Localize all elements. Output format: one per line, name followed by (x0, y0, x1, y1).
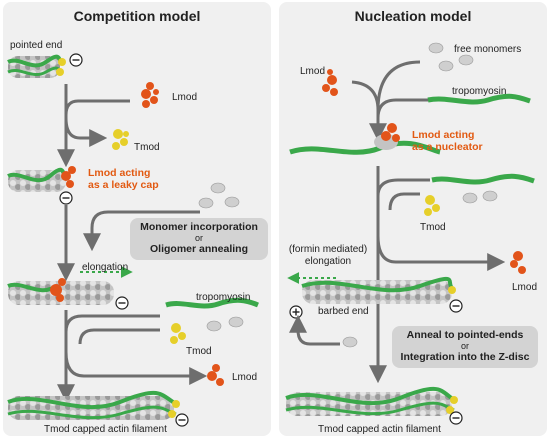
lmod-protein (510, 251, 526, 274)
minus-end-symbol (59, 191, 73, 205)
box-or: or (460, 341, 469, 351)
minus-end-symbol (449, 299, 463, 313)
arrow-monomer-incorporation (83, 210, 200, 252)
arrow-barbed-end (289, 314, 340, 346)
arrow-tropomyosin-in (64, 314, 160, 333)
anneal-integration-box: Anneal to pointed-ends or Integration in… (392, 326, 538, 368)
footer-label: Tmod capped actin filament (318, 424, 441, 435)
lmod-label: Lmod (300, 66, 326, 77)
lmod-nucleation-complex (289, 123, 441, 155)
tropomyosin-strand (165, 297, 259, 309)
tropomyosin-label: tropomyosin (452, 86, 507, 97)
lmod-label: Lmod (512, 282, 538, 293)
lmod-protein (141, 82, 159, 108)
box-line1: Anneal to pointed-ends (406, 329, 524, 341)
box-line1: Monomer incorporation (140, 221, 258, 233)
leaky-cap-label-line2: as a leaky cap (88, 179, 159, 191)
actin-filament-elongating (301, 276, 456, 304)
arrow-lmod-in (351, 80, 380, 111)
tmod-label: Tmod (186, 346, 212, 357)
tmod-protein (112, 129, 129, 150)
box-or: or (194, 233, 203, 243)
tmod-label: Tmod (420, 222, 446, 233)
competition-model-title: Competition model (73, 8, 201, 24)
tmod-capped-actin-filament (7, 390, 180, 420)
arrow-lmod-in (64, 99, 130, 116)
footer-label: Tmod capped actin filament (44, 424, 167, 435)
actin-monomers (206, 316, 244, 332)
elongation-label-line2: elongation (304, 256, 352, 267)
arrow-lmod-out (376, 235, 506, 271)
tmod-protein (424, 195, 440, 216)
arrow-tropomyosin-in-2 (376, 178, 430, 197)
nucleation-model-title: Nucleation model (354, 8, 472, 24)
arrow-tmod-out (64, 117, 108, 147)
arrow-lmod-out (64, 351, 208, 385)
minus-end-symbol (449, 411, 463, 425)
lmod-label: Lmod (232, 372, 258, 383)
box-line2: Integration into the Z-disc (400, 351, 530, 363)
arrow-tmod-in (388, 192, 420, 211)
tropomyosin-strand (431, 173, 535, 185)
minus-end-symbol (115, 296, 129, 310)
nucleator-label-line1: Lmod acting (412, 129, 475, 141)
arrow-tropomyosin-in (376, 98, 430, 119)
arrow-tmod-in (78, 328, 160, 345)
pointed-end-label: pointed end (10, 40, 63, 51)
tmod-label: Tmod (134, 142, 160, 153)
nucleator-label-line2: as a nucleator (412, 141, 483, 153)
lmod-label: Lmod (172, 92, 198, 103)
barbed-end-label: barbed end (318, 306, 369, 317)
leaky-cap-label-line1: Lmod acting (88, 167, 151, 179)
arrow-monomers-in (376, 60, 421, 111)
elongation-label-line1: (formin mediated) (288, 244, 368, 255)
tmod-protein (170, 323, 186, 344)
tropomyosin-label: tropomyosin (196, 292, 251, 303)
elongation-label: elongation (82, 262, 129, 273)
monomer-incorporation-box: Monomer incorporation or Oligomer anneal… (130, 218, 268, 260)
actin-filament-pointed-end (7, 54, 66, 78)
plus-end-symbol (289, 305, 303, 319)
lmod-protein (207, 364, 224, 386)
box-line2: Oligomer annealing (149, 243, 249, 255)
minus-end-symbol (175, 413, 189, 427)
tmod-capped-actin-filament (285, 386, 458, 416)
actin-monomers (428, 42, 474, 72)
actin-filament-leaky-cap (7, 166, 76, 192)
lmod-protein (322, 69, 338, 96)
minus-end-symbol (69, 53, 83, 67)
tropomyosin-strand (427, 93, 531, 105)
free-monomers-label: free monomers (454, 44, 522, 55)
actin-monomers (342, 336, 358, 348)
actin-monomers (462, 190, 498, 204)
actin-filament-elongating (7, 278, 114, 305)
actin-monomers (198, 182, 240, 209)
